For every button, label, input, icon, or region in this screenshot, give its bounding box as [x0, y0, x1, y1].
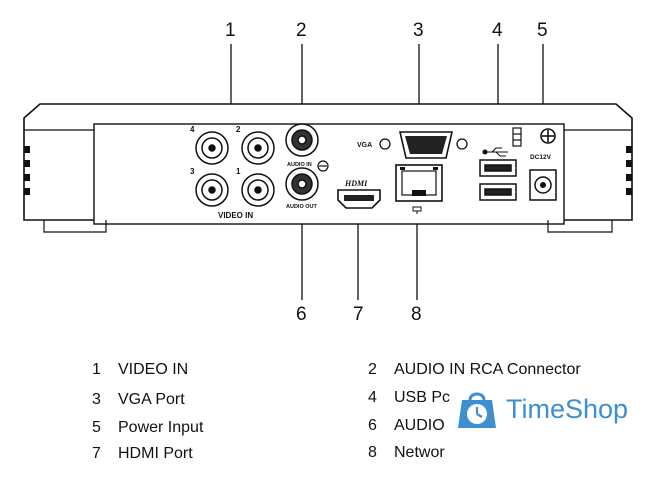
bnc-number: 2	[236, 125, 241, 134]
network-icon	[412, 206, 422, 214]
nvr-rear-panel: 4 2 3 1 VIDEO IN AUDIO IN AUDIO OUT VGA …	[23, 44, 633, 300]
legend-item: 8 Networ	[368, 444, 445, 462]
foot-left	[43, 220, 107, 233]
legend-label: Power Input	[118, 419, 204, 436]
video-in-label: VIDEO IN	[218, 211, 253, 220]
power-switch	[512, 127, 522, 147]
audio-in-label: AUDIO IN	[287, 162, 312, 168]
legend-label: HDMI Port	[118, 445, 193, 462]
vga-port	[379, 131, 468, 159]
vga-label: VGA	[357, 142, 372, 149]
clock-bag-icon	[458, 392, 496, 428]
legend-number: 3	[92, 391, 101, 408]
callout-7: 7	[353, 304, 364, 325]
legend-item: 6 AUDIO	[368, 417, 445, 435]
vent-left	[24, 146, 30, 195]
bnc-number: 3	[190, 167, 195, 176]
legend-item: 2 AUDIO IN RCA Connector	[368, 361, 581, 379]
vent-right	[626, 146, 632, 195]
bnc-number: 4	[190, 125, 195, 134]
legend-number: 1	[92, 361, 101, 378]
usb-ports	[479, 159, 517, 201]
legend-label: AUDIO	[394, 417, 445, 434]
legend-label: VIDEO IN	[118, 361, 189, 378]
legend-number: 8	[368, 444, 377, 461]
callout-3: 3	[413, 20, 424, 41]
dc-label: DC12V	[530, 154, 552, 161]
callout-1: 1	[225, 20, 236, 41]
legend-label: AUDIO IN RCA Connector	[394, 361, 581, 378]
network-port	[395, 164, 443, 202]
legend-label: Networ	[394, 444, 445, 461]
legend-number: 6	[368, 417, 377, 434]
legend-item: 4 USB Pc	[368, 389, 450, 407]
callout-5: 5	[537, 20, 548, 41]
legend-item: 7 HDMI Port	[92, 445, 193, 463]
hdmi-label: HDMI	[344, 179, 368, 188]
ground-screw-icon	[317, 160, 329, 172]
ground-icon	[540, 128, 556, 144]
legend-item: 5 Power Input	[92, 419, 203, 437]
legend-number: 4	[368, 389, 377, 406]
usb-icon	[482, 147, 508, 157]
watermark-text: TimeShop	[506, 393, 629, 424]
legend-label: USB Pc	[394, 389, 451, 406]
callout-8: 8	[411, 304, 422, 325]
legend: 1 VIDEO IN 2 AUDIO IN RCA Connector 3 VGA P…	[0, 355, 656, 475]
legend-number: 7	[92, 445, 101, 462]
power-input-jack	[529, 169, 557, 201]
bnc-number: 1	[236, 167, 241, 176]
bnc-connectors	[195, 131, 275, 207]
timeshop-watermark: TimeShop	[454, 378, 654, 440]
legend-item: 3 VGA Port	[92, 391, 185, 409]
callout-6: 6	[296, 304, 307, 325]
audio-out-label: AUDIO OUT	[286, 204, 318, 210]
callout-4: 4	[492, 20, 503, 41]
audio-rca-connectors	[285, 123, 319, 201]
legend-label: VGA Port	[118, 391, 185, 408]
legend-item: 1 VIDEO IN	[92, 361, 188, 379]
hdmi-port	[337, 189, 381, 209]
callout-2: 2	[296, 20, 307, 41]
legend-number: 5	[92, 419, 101, 436]
foot-right	[547, 220, 613, 233]
legend-number: 2	[368, 361, 377, 378]
